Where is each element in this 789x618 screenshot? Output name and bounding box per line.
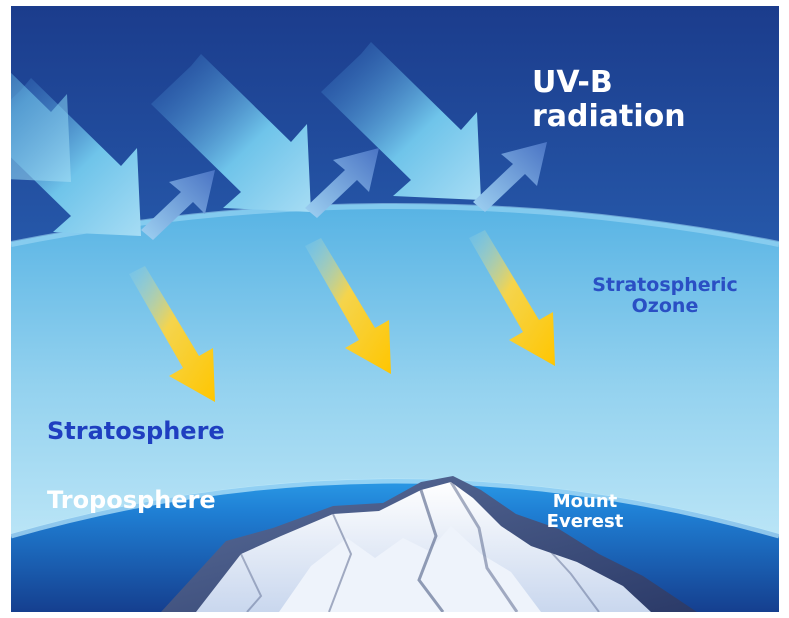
everest-label-line-2: Everest — [546, 511, 624, 533]
uv-b-label-line-1: UV-B — [532, 65, 613, 100]
uv-b-radiation-label: UV-B radiation — [532, 66, 686, 133]
mountain-icon — [161, 476, 697, 612]
stratospheric-ozone-label: Stratospheric Ozone — [565, 274, 765, 318]
stratosphere-label: Stratosphere — [47, 417, 225, 445]
atmosphere-diagram — [11, 6, 779, 612]
uv-b-label-line-2: radiation — [532, 98, 686, 134]
troposphere-boundary — [11, 478, 779, 539]
mount-everest-label: Mount Everest — [523, 491, 647, 533]
everest-label-line-1: Mount — [552, 491, 618, 512]
ozone-label-line-2: Ozone — [631, 295, 699, 318]
ozone-label-line-1: Stratospheric — [592, 274, 738, 296]
troposphere-label: Troposphere — [47, 486, 216, 514]
